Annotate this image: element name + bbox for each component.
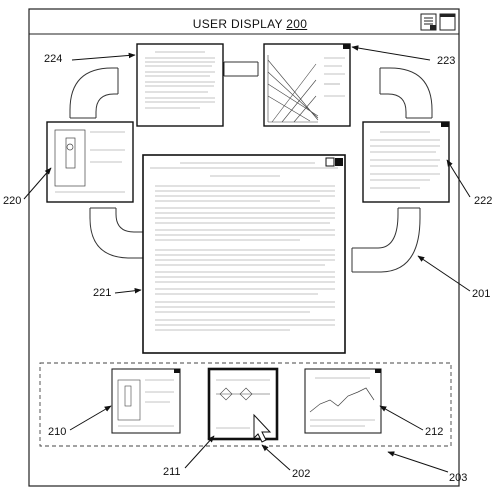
display-title-text: USER DISPLAY [192,17,283,31]
user-display-frame [28,8,460,487]
label-222: 222 [474,195,493,207]
dock-window-210[interactable] [111,368,181,434]
leader-arrows [23,45,471,473]
label-221: 221 [93,287,112,299]
display-title-ref: 200 [286,17,308,31]
cursor-arrow-icon [253,413,272,443]
label-201: 201 [472,288,491,300]
label-212: 212 [425,426,444,438]
window-224[interactable] [136,43,224,127]
label-202: 202 [292,468,311,480]
window-222[interactable] [362,121,450,203]
single-view-icon[interactable] [439,13,456,31]
label-210: 210 [48,426,67,438]
label-223: 223 [437,55,456,67]
label-220: 220 [3,195,22,207]
label-203: 203 [449,472,468,484]
label-211: 211 [163,466,181,478]
dock-window-212[interactable] [304,368,382,434]
window-221[interactable] [142,154,346,354]
dock-window-211[interactable] [207,367,279,443]
display-title: USER DISPLAY 200 [160,17,340,31]
window-223[interactable] [263,43,351,127]
window-220[interactable] [46,121,134,203]
main-window-icons[interactable] [325,157,343,167]
label-224: 224 [44,53,63,65]
dock-203 [39,362,452,447]
carousel-track [69,61,433,273]
list-view-icon[interactable] [420,13,437,31]
